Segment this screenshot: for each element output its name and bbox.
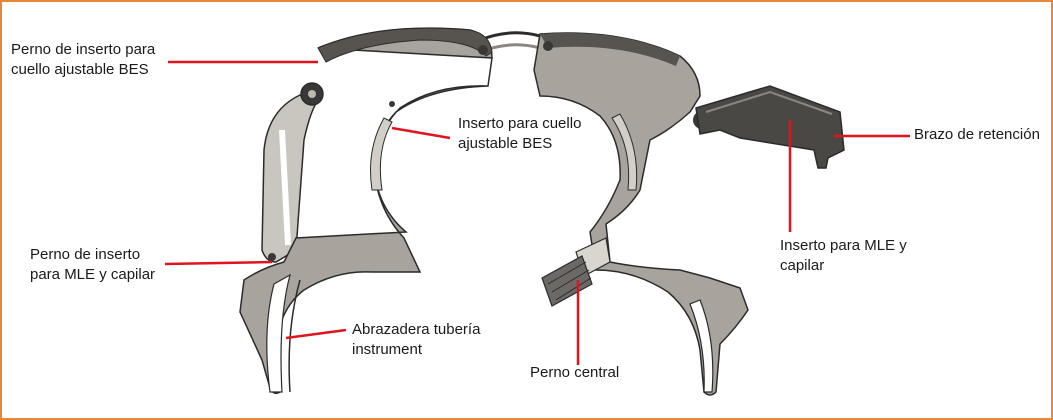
leader-perno-inserto-mle <box>165 262 272 264</box>
right-jaw <box>534 33 748 395</box>
leader-abrazadera <box>286 330 346 338</box>
right-top-pin <box>543 41 553 51</box>
label-brazo-retencion: Brazo de retención <box>914 125 1040 145</box>
left-top-pin <box>478 45 488 55</box>
label-inserto-mle: Inserto para MLE y capilar <box>780 236 907 276</box>
central-bolt-thread <box>542 256 592 306</box>
label-perno-central: Perno central <box>530 363 619 383</box>
label-inserto-cuello-bes: Inserto para cuello ajustable BES <box>458 114 581 154</box>
label-abrazadera: Abrazadera tubería instrument <box>352 320 480 360</box>
label-perno-inserto-bes: Perno de inserto para cuello ajustable B… <box>11 40 155 80</box>
top-hinge-link <box>480 33 540 40</box>
leader-inserto-cuello-bes <box>392 128 450 138</box>
retention-arm <box>696 86 844 168</box>
left-bes-insert <box>371 118 393 190</box>
label-perno-inserto-mle: Perno de inserto para MLE y capilar <box>30 245 155 285</box>
